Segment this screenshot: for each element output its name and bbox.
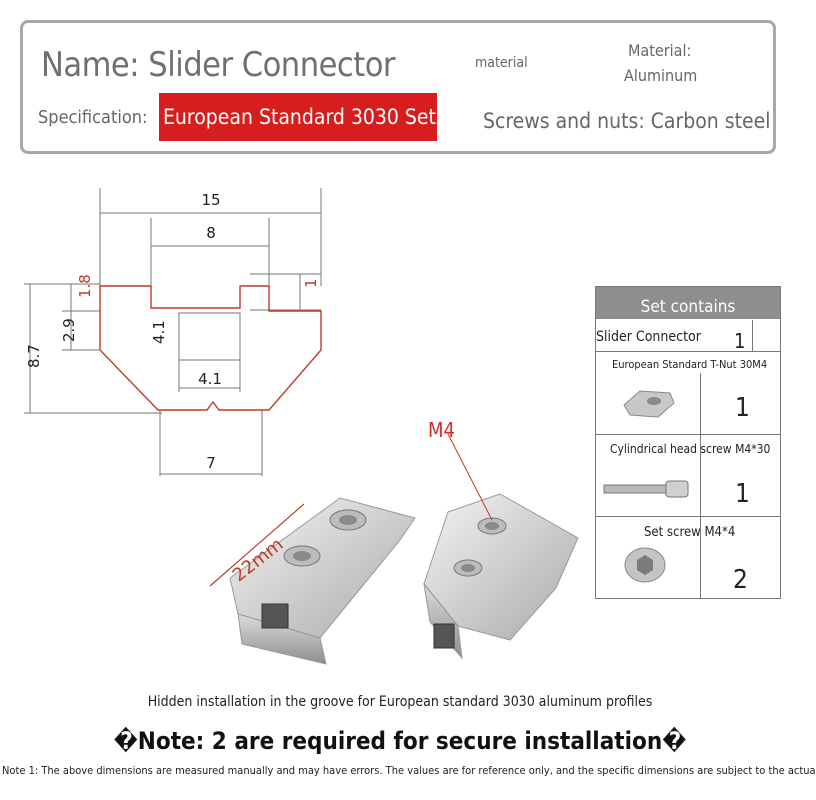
row-label-setscrew: Set screw M4*4 [644,525,736,540]
screw-image [602,477,692,505]
m4-label: M4 [428,418,455,442]
material-value: Aluminum [624,66,698,85]
row-label-tnut: European Standard T-Nut 30M4 [612,358,768,371]
dimension-diagram: 15 8 1.8 1 2.9 4.1 8.7 4.1 7 [24,188,322,476]
screws-material: Screws and nuts: Carbon steel [483,109,771,133]
spec-label: Specification: [38,107,148,128]
dim-1-8: 1.8 [76,274,94,298]
dim-15: 15 [201,191,220,209]
dim-4-1-horizontal: 4.1 [198,370,222,388]
dim-4-1-vertical: 4.1 [150,320,168,344]
row-qty-slider: 1 [734,329,746,353]
set-contents-table: Set contains Slider Connector 1 European… [595,286,781,599]
dim-2-9: 2.9 [60,318,78,342]
product-name: Name: Slider Connector [41,45,396,85]
material-label: Material: [628,41,692,60]
installation-caption: Hidden installation in the groove for Eu… [147,694,653,710]
tnut-image [620,383,678,423]
spec-value-badge: European Standard 3030 Set [159,93,437,141]
dim-7: 7 [206,454,216,472]
slider-block-right [423,433,579,660]
installation-note: �Note: 2 are required for secure install… [113,727,687,755]
row-qty-screw: 1 [735,479,750,509]
product-photo: 22mm [209,433,579,665]
setscrew-image [620,545,670,589]
row-qty-tnut: 1 [735,393,750,423]
dim-1: 1 [302,278,320,288]
measurement-disclaimer: Note 1: The above dimensions are measure… [2,764,816,777]
row-label-slider: Slider Connector [596,329,701,345]
row-qty-setscrew: 2 [733,565,748,595]
dim-8-7: 8.7 [25,344,43,368]
slider-block-left: 22mm [209,497,416,665]
table-title: Set contains [596,287,780,319]
header-panel: Name: Slider Connector Specification: Eu… [20,20,776,154]
row-label-screw: Cylindrical head screw M4*30 [610,442,771,456]
material-small-label: material [475,55,528,71]
dim-8: 8 [206,224,216,242]
